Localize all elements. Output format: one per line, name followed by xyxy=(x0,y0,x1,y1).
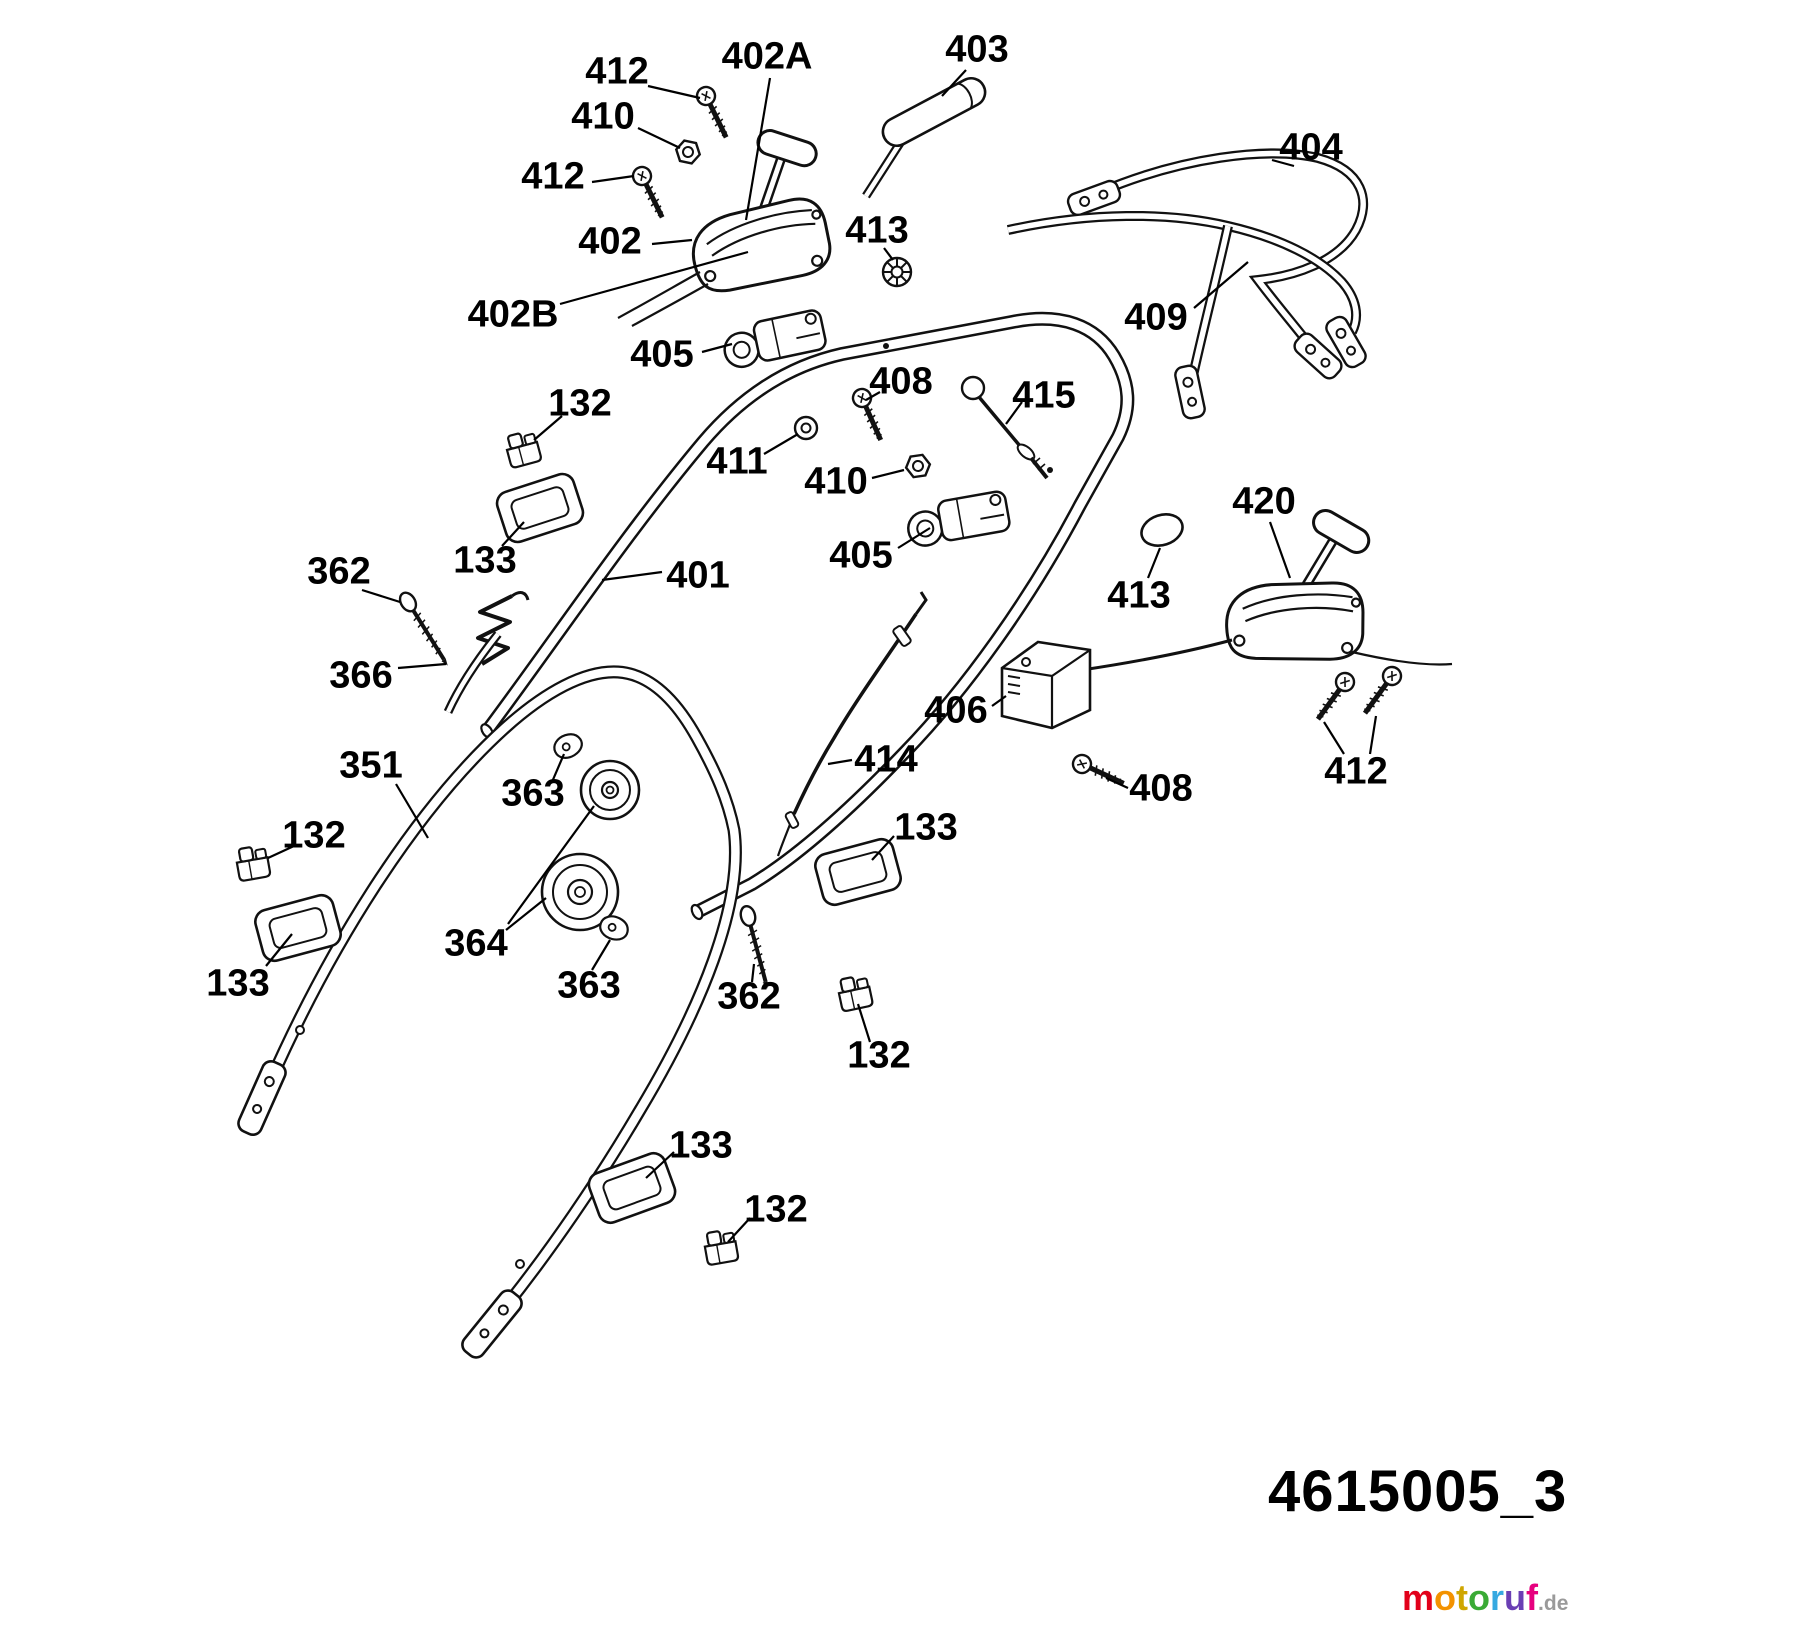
clip-132-d xyxy=(701,1227,740,1267)
screw-412-second xyxy=(630,164,670,221)
nut-410-top xyxy=(672,138,704,166)
cable-414 xyxy=(776,591,928,857)
diagram-id: 4615005_3 xyxy=(1268,1459,1568,1524)
cap-413-lower xyxy=(1140,513,1184,547)
watermark-letter: m xyxy=(1402,1577,1435,1618)
watermark-letter: u xyxy=(1504,1577,1527,1618)
spring-366 xyxy=(443,591,530,714)
washer-411 xyxy=(793,415,819,441)
screw-412-right-2 xyxy=(1358,663,1405,718)
leader-lines xyxy=(265,69,1378,1243)
watermark-letter: o xyxy=(1434,1577,1457,1618)
bracket-406 xyxy=(1000,640,1092,730)
disc-363 xyxy=(579,759,641,821)
clamp-405-lower xyxy=(903,489,1013,550)
watermark-letter: o xyxy=(1468,1577,1491,1618)
grip-403 xyxy=(862,76,987,199)
watermark-letter: f xyxy=(1526,1577,1539,1618)
screw-362-bottom xyxy=(736,902,777,993)
clip-363-upper xyxy=(549,728,587,764)
star-washer-413-upper xyxy=(881,256,913,288)
screw-408-right xyxy=(1070,752,1127,792)
plug-133-c xyxy=(811,835,905,909)
watermark-letter: r xyxy=(1490,1577,1505,1618)
watermark-word: motoruf xyxy=(1402,1577,1538,1618)
watermark-letter: t xyxy=(1456,1577,1469,1618)
throttle-cable-402 xyxy=(617,271,709,327)
knob-415 xyxy=(960,375,1049,480)
clip-132-c xyxy=(835,972,875,1013)
plug-133-a xyxy=(492,469,588,547)
clip-132-b xyxy=(233,843,272,883)
throttle-cable-420 xyxy=(1081,638,1453,672)
nut-410-mid xyxy=(903,452,933,480)
watermark: motoruf.de xyxy=(1402,1580,1568,1616)
screw-408-upper xyxy=(850,386,889,444)
throttle-control-402 xyxy=(681,122,834,294)
watermark-suffix: .de xyxy=(1538,1592,1569,1615)
lower-handle-tube-351 xyxy=(234,672,736,1363)
screw-412-right-1 xyxy=(1311,669,1358,724)
screw-362-left xyxy=(394,587,456,672)
pulley-364 xyxy=(540,852,620,932)
screw-412-top xyxy=(694,84,734,141)
clip-132-a xyxy=(502,428,543,470)
throttle-control-420 xyxy=(1223,498,1376,670)
